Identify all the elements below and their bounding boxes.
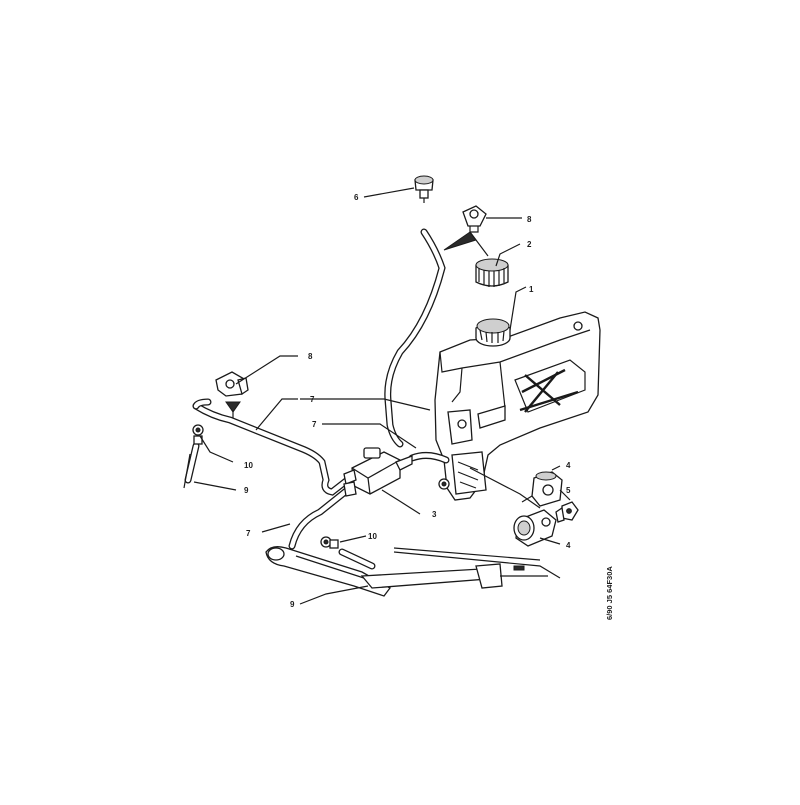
motor-wire (469, 467, 541, 509)
leader-lines (193, 187, 571, 605)
hose-to-rear (288, 484, 354, 550)
callout-5: 5 (566, 486, 571, 495)
callout-labels: 6 8 2 1 8 7 7 10 4 9 5 3 7 10 4 9 (244, 193, 571, 609)
washer-reservoir (434, 311, 601, 501)
washer-jet (414, 175, 434, 203)
wiper-arm-left (183, 453, 191, 489)
callout-7-upper: 7 (310, 395, 315, 404)
clip-bracket-leg-right (469, 231, 489, 257)
wiper-arm-bottom (265, 546, 561, 597)
callout-4-upper: 4 (566, 461, 571, 470)
callout-4-lower: 4 (566, 541, 571, 550)
filler-cap (475, 258, 509, 287)
callout-8-right: 8 (527, 215, 532, 224)
callout-10-bottom: 10 (368, 532, 377, 541)
hose-to-left-jet (192, 398, 354, 496)
hose-small-left (184, 442, 200, 484)
washer-motor-upper (521, 471, 563, 507)
callout-8-left: 8 (308, 352, 313, 361)
hose-to-jet (384, 228, 446, 448)
screw-bottom (320, 536, 339, 549)
callout-2: 2 (527, 240, 532, 249)
hose-clip-left (215, 371, 249, 397)
callout-7-mid: 7 (312, 420, 317, 429)
callout-3: 3 (432, 510, 437, 519)
hose-clip-right (462, 205, 487, 233)
callout-9-bottom: 9 (290, 600, 295, 609)
drawing-code: 6/90 J5 64F30A (605, 566, 614, 620)
screw-left (192, 424, 204, 445)
washer-pump (343, 447, 413, 497)
clip-bracket-left (225, 401, 241, 413)
callout-6: 6 (354, 193, 359, 202)
reservoir-filler-neck (475, 318, 511, 347)
callout-9-left: 9 (244, 486, 249, 495)
washer-nut (555, 501, 579, 523)
callout-7-lower: 7 (246, 529, 251, 538)
hose-pump-to-tank (408, 451, 450, 464)
callout-1: 1 (529, 285, 534, 294)
clip-bracket-right (443, 231, 477, 251)
washer-motor-lower (513, 509, 557, 547)
callout-10-left: 10 (244, 461, 253, 470)
